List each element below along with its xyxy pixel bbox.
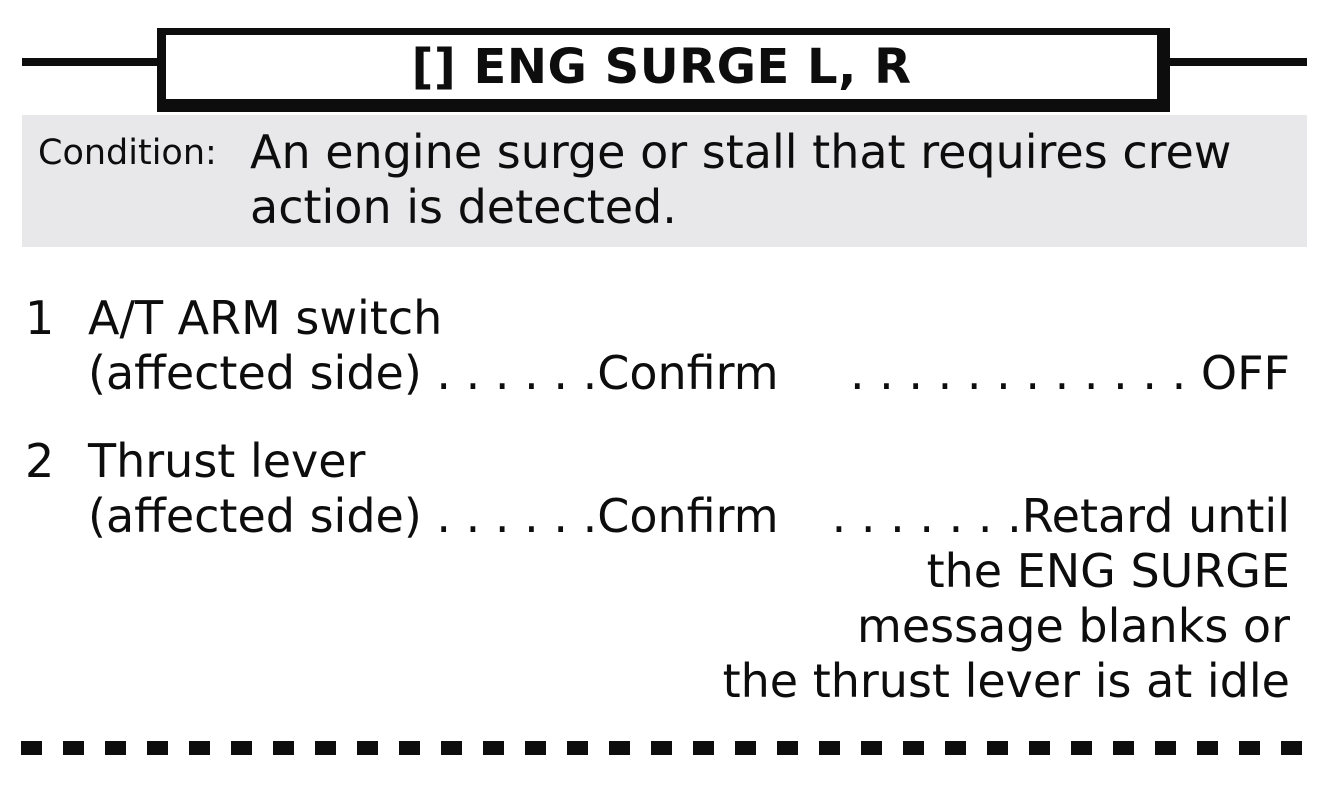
checklist-steps: 1 A/T ARM switch (affected side) . . . .…: [25, 291, 1290, 709]
checklist-step-2: 2 Thrust lever (affected side) . . . . .…: [25, 434, 1290, 709]
condition-text-line: An engine surge or stall that requires c…: [250, 125, 1232, 179]
step-number: 1: [25, 291, 55, 345]
step-response: . . . . . . . . . . . . OFF: [849, 346, 1290, 400]
condition-text-line: action is detected.: [250, 180, 677, 234]
checklist-header: [] ENG SURGE L, R: [0, 0, 1324, 112]
condition-box: Condition: An engine surge or stall that…: [22, 115, 1307, 247]
step-response-continuation-line: the ENG SURGE: [926, 544, 1290, 598]
step-number: 2: [25, 434, 55, 488]
step-challenge-response: (affected side) . . . . . .Confirm . . .…: [88, 346, 1290, 401]
step-item-name: A/T ARM switch: [88, 291, 443, 345]
checklist-title-box: [] ENG SURGE L, R: [157, 28, 1170, 112]
step-response-continuation-line: message blanks or: [857, 599, 1290, 653]
dashed-separator: [21, 741, 1303, 755]
step-challenge: (affected side) . . . . . .Confirm: [88, 489, 779, 543]
condition-text: An engine surge or stall that requires c…: [250, 125, 1297, 247]
header-rule-right: [1170, 58, 1307, 66]
checklist-title: [] ENG SURGE L, R: [411, 39, 912, 95]
condition-label: Condition:: [38, 133, 217, 173]
step-body: Thrust lever (affected side) . . . . . .…: [88, 434, 1290, 709]
step-item-name: Thrust lever: [88, 434, 366, 488]
header-rule-left: [22, 58, 157, 66]
step-challenge-response: (affected side) . . . . . .Confirm . . .…: [88, 489, 1290, 544]
step-body: A/T ARM switch (affected side) . . . . .…: [88, 291, 1290, 401]
checklist-step-1: 1 A/T ARM switch (affected side) . . . .…: [25, 291, 1290, 401]
step-response: . . . . . . .Retard until: [831, 489, 1290, 543]
step-response-continuation-line: the thrust lever is at idle: [722, 654, 1290, 708]
step-challenge: (affected side) . . . . . .Confirm: [88, 346, 779, 400]
